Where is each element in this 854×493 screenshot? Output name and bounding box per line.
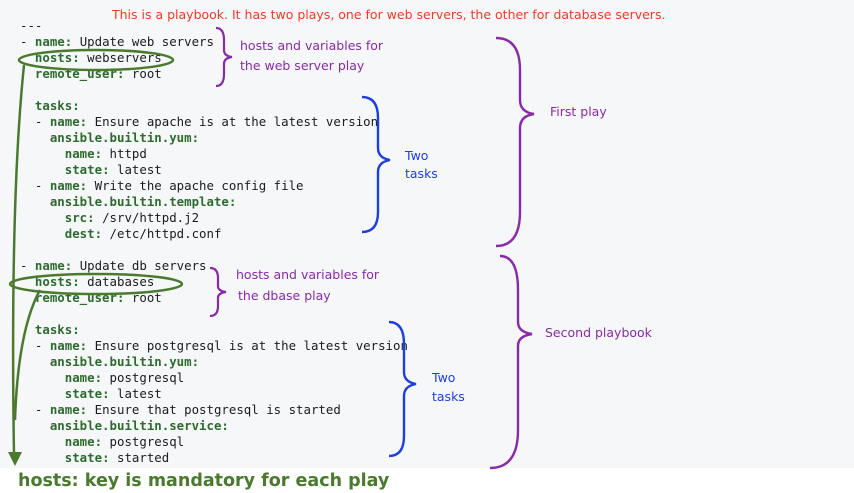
code-line: - name: Ensure that postgresql is starte… <box>20 402 341 418</box>
web-hosts-brace <box>215 26 233 88</box>
yaml-value: /etc/httpd.conf <box>102 226 222 241</box>
code-line: dest: /etc/httpd.conf <box>20 226 222 242</box>
code-line: name: postgresql <box>20 434 184 450</box>
yaml-key: tasks: <box>34 322 80 337</box>
code-line: name: httpd <box>20 146 147 162</box>
yaml-value: root <box>124 66 162 81</box>
yaml-key: src: <box>64 210 95 225</box>
code-indent: - <box>20 258 35 273</box>
code-line: - name: Ensure apache is at the latest v… <box>20 114 378 130</box>
yaml-key: dest: <box>64 226 103 241</box>
yaml-key: ansible.builtin.yum: <box>49 354 200 369</box>
yaml-key: ansible.builtin.yum: <box>49 130 200 145</box>
yaml-value: Update db servers <box>72 258 207 273</box>
code-line: state: started <box>20 450 169 466</box>
db-hosts-brace <box>209 266 227 318</box>
code-line: hosts: databases <box>20 274 154 290</box>
code-line: ansible.builtin.yum: <box>20 130 199 146</box>
code-indent: - <box>20 114 50 129</box>
hosts-callout-arrow <box>11 64 26 456</box>
yaml-key: name: <box>34 258 73 273</box>
playbook-title-note: This is a playbook. It has two plays, on… <box>112 7 666 22</box>
yaml-key: state: <box>64 450 110 465</box>
code-line: - name: Update web servers <box>20 34 214 50</box>
code-line: state: latest <box>20 162 162 178</box>
code-line: ansible.builtin.yum: <box>20 354 199 370</box>
code-line: ansible.builtin.template: <box>20 194 237 210</box>
first-play-note: First play <box>550 104 607 119</box>
code-indent: - <box>20 34 35 49</box>
code-line: src: /srv/httpd.j2 <box>20 210 199 226</box>
yaml-key: name: <box>49 114 88 129</box>
yaml-value: latest <box>109 162 162 177</box>
code-indent: - <box>20 338 50 353</box>
yaml-key: state: <box>64 162 110 177</box>
hosts-callout-arrowhead <box>8 452 22 466</box>
yaml-key: name: <box>64 434 103 449</box>
code-line: state: latest <box>20 386 162 402</box>
yaml-value: --- <box>20 18 43 33</box>
yaml-key: state: <box>64 386 110 401</box>
yaml-key: tasks: <box>34 98 80 113</box>
db-tasks-brace <box>388 320 417 458</box>
code-line: --- <box>20 18 42 34</box>
yaml-value: /srv/httpd.j2 <box>94 210 200 225</box>
second-play-note: Second playbook <box>545 325 652 340</box>
hosts-mandatory-note: hosts: key is mandatory for each play <box>18 471 390 491</box>
yaml-key: hosts: <box>34 50 80 65</box>
yaml-value: Update web servers <box>72 34 214 49</box>
yaml-value: databases <box>79 274 155 289</box>
db-hosts-note-line1: hosts and variables for <box>236 267 380 282</box>
yaml-value: postgresql <box>102 370 185 385</box>
code-line: hosts: webservers <box>20 50 162 66</box>
yaml-key: ansible.builtin.service: <box>49 418 229 433</box>
db-hosts-ellipse <box>8 272 184 296</box>
yaml-value: latest <box>109 386 162 401</box>
web-tasks-note-line2: tasks <box>405 166 438 181</box>
yaml-value: postgresql <box>102 434 185 449</box>
yaml-value: Ensure postgresql is at the latest versi… <box>87 338 408 353</box>
yaml-value: Write the apache config file <box>87 178 304 193</box>
yaml-key: name: <box>64 146 103 161</box>
web-hosts-ellipse <box>17 48 175 72</box>
yaml-value: Ensure that postgresql is started <box>87 402 341 417</box>
yaml-value: httpd <box>102 146 147 161</box>
web-tasks-brace <box>361 95 391 234</box>
yaml-key: name: <box>64 370 103 385</box>
yaml-key: name: <box>34 34 73 49</box>
yaml-key: name: <box>49 338 88 353</box>
db-tasks-note-line1: Two <box>432 370 456 385</box>
web-tasks-note-line1: Two <box>405 148 429 163</box>
code-line: tasks: <box>20 98 80 114</box>
yaml-key: ansible.builtin.template: <box>49 194 237 209</box>
db-hosts-note-line2: the dbase play <box>238 288 331 303</box>
yaml-key: name: <box>49 178 88 193</box>
code-line: - name: Update db servers <box>20 258 207 274</box>
code-line: - name: Ensure postgresql is at the late… <box>20 338 408 354</box>
web-hosts-note-line2: the web server play <box>240 58 365 73</box>
hosts-callout-arrow-branch <box>13 289 42 421</box>
yaml-value: Ensure apache is at the latest version <box>87 114 379 129</box>
yaml-key: hosts: <box>34 274 80 289</box>
code-indent: - <box>20 402 50 417</box>
first-play-brace <box>495 36 535 248</box>
second-play-brace <box>489 254 533 470</box>
yaml-value: started <box>109 450 170 465</box>
code-indent: - <box>20 178 50 193</box>
yaml-key: name: <box>49 402 88 417</box>
code-line: - name: Write the apache config file <box>20 178 304 194</box>
db-tasks-note-line2: tasks <box>432 389 465 404</box>
code-line: name: postgresql <box>20 370 184 386</box>
yaml-value: webservers <box>79 50 162 65</box>
code-panel: ---- name: Update web servers hosts: web… <box>20 18 408 466</box>
web-hosts-note-line1: hosts and variables for <box>240 38 384 53</box>
code-line: ansible.builtin.service: <box>20 418 229 434</box>
code-line: tasks: <box>20 322 80 338</box>
